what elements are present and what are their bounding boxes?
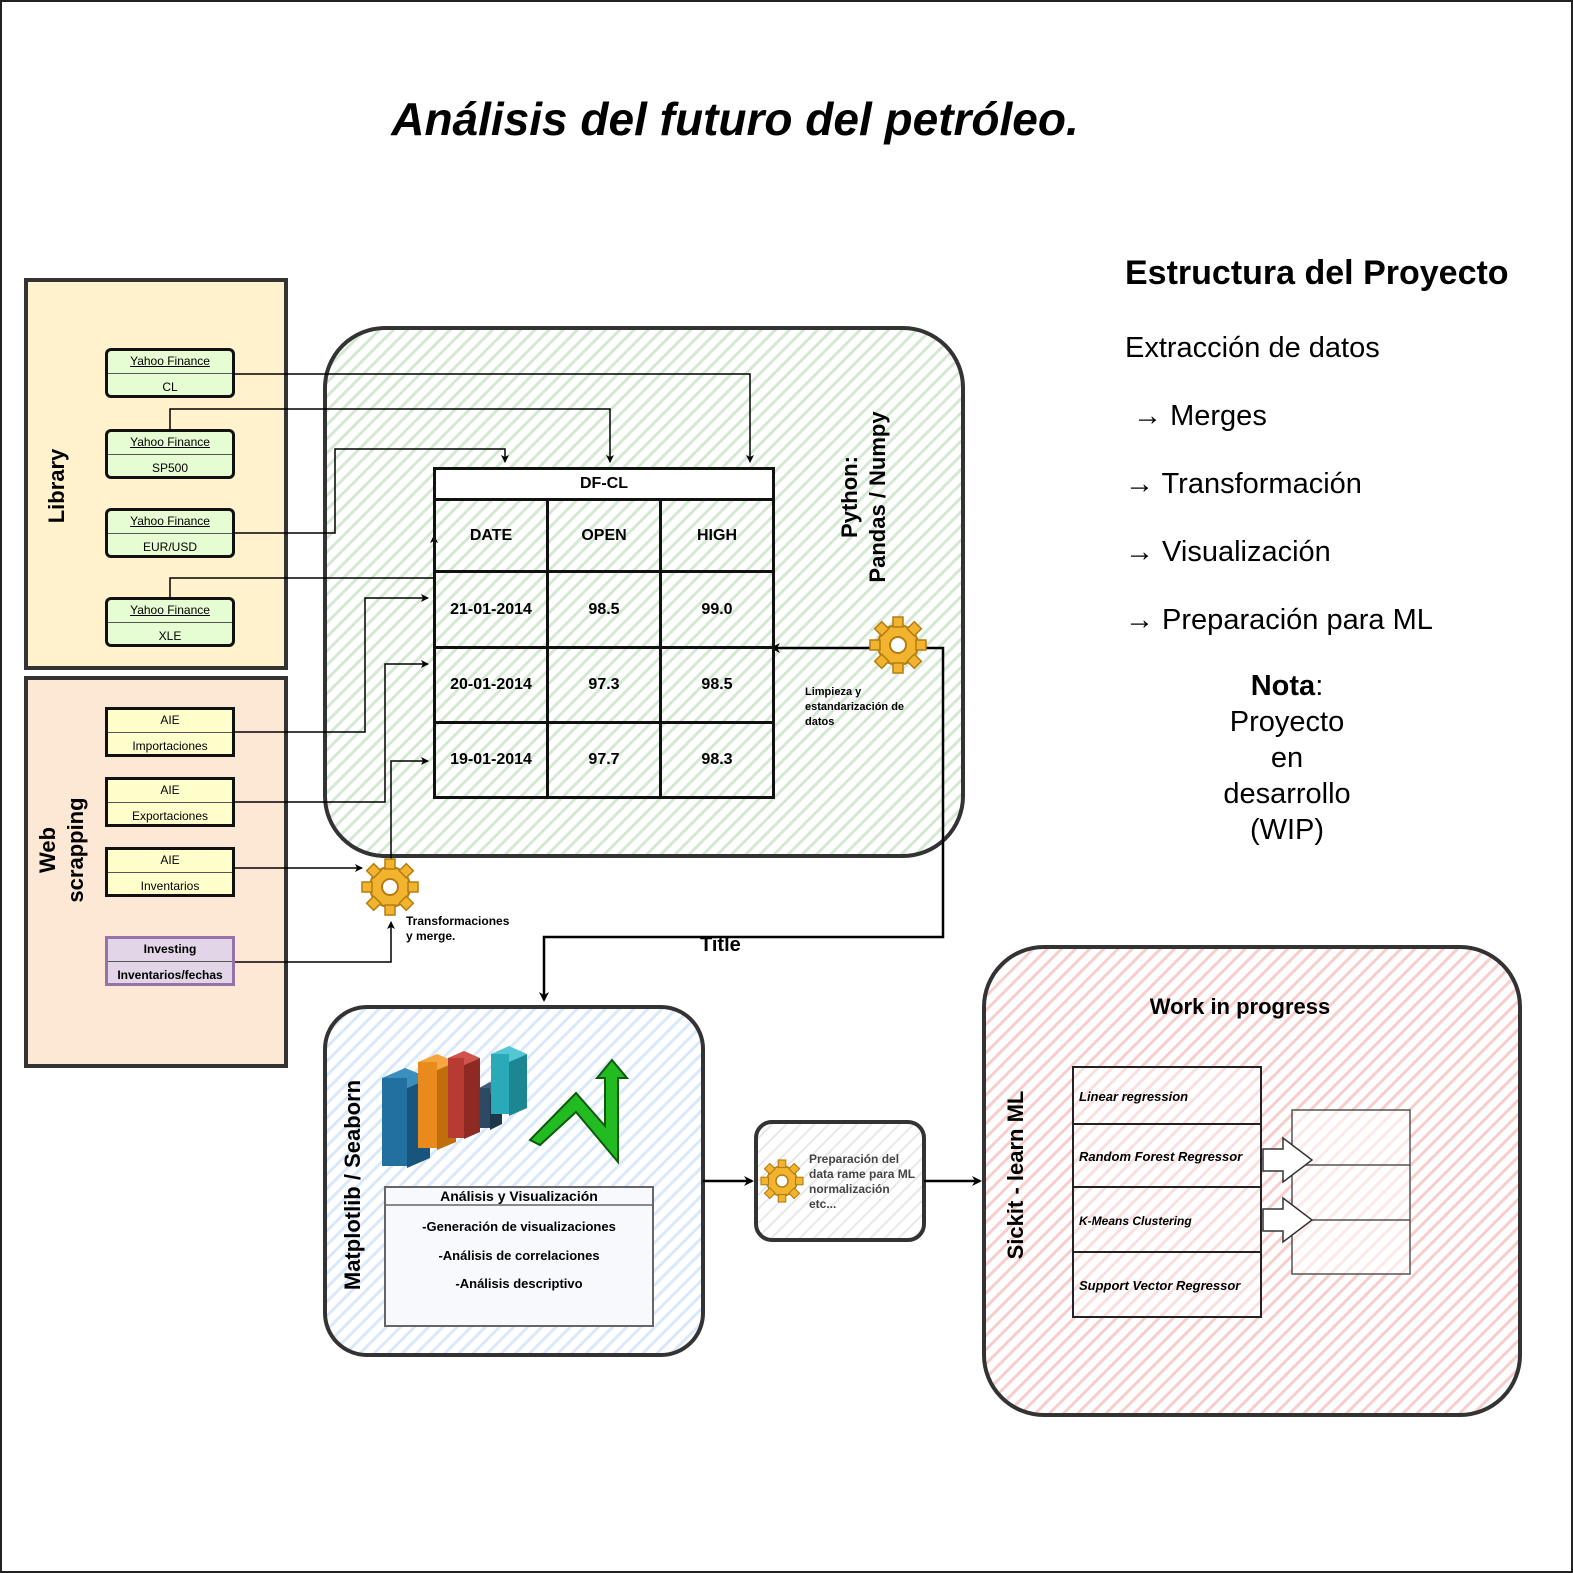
- table-cell: 98.3: [701, 751, 733, 768]
- structure-step: Extracción de datos: [1125, 332, 1380, 364]
- note-colon: :: [1315, 670, 1324, 702]
- source-yahoo-cl[interactable]: Yahoo Finance CL: [105, 348, 235, 398]
- table-rule: [546, 498, 549, 799]
- source-title: Investing: [108, 939, 232, 962]
- cleaning-note-line1: Limpieza y: [805, 686, 862, 698]
- analysis-item: -Análisis descriptivo: [455, 1276, 583, 1291]
- source-title: AIE: [108, 780, 232, 803]
- source-title: Yahoo Finance: [108, 511, 232, 534]
- note-label: Nota: [1250, 670, 1316, 702]
- source-ticker: CL: [162, 380, 178, 394]
- source-item: Inventarios: [140, 879, 200, 893]
- source-aie-inventarios[interactable]: AIE Inventarios: [105, 847, 235, 897]
- note-line1: Proyecto: [1229, 706, 1345, 738]
- viz-panel-label: Matplotlib / Seaborn: [340, 1079, 365, 1291]
- table-cell: 97.7: [588, 751, 620, 768]
- dataframe-table: [433, 467, 775, 799]
- prep-box-text: Preparación del data rame para ML normal…: [809, 1152, 924, 1212]
- diagram-title: Análisis del futuro del petróleo.: [391, 93, 1079, 145]
- source-item: Exportaciones: [131, 809, 209, 823]
- note-line4: (WIP): [1249, 814, 1325, 846]
- note-line2: en: [1270, 742, 1304, 774]
- prep-line2: data rame para ML: [809, 1167, 916, 1181]
- source-ticker: SP500: [151, 461, 189, 475]
- source-yahoo-xle[interactable]: Yahoo Finance XLE: [105, 597, 235, 647]
- python-label-line1: Python:: [837, 456, 862, 538]
- transform-note: Transformaciones y merge.: [406, 914, 546, 944]
- column-header: DATE: [469, 526, 513, 544]
- python-label-line2: Pandas / Numpy: [865, 411, 890, 583]
- table-cell: 19-01-2014: [450, 751, 532, 768]
- ml-model-item: Linear regression: [1079, 1089, 1189, 1104]
- ml-panel-label: Sickit - learn ML: [1003, 1090, 1028, 1260]
- table-cell: 99.0: [701, 600, 733, 618]
- source-title: Yahoo Finance: [108, 600, 232, 623]
- ml-model-item: K-Means Clustering: [1079, 1213, 1192, 1228]
- edge-label: Title: [700, 934, 741, 956]
- source-yahoo-sp500[interactable]: Yahoo Finance SP500: [105, 429, 235, 479]
- source-title: AIE: [108, 850, 232, 873]
- source-investing[interactable]: Investing Inventarios/fechas: [105, 936, 235, 986]
- source-title: Yahoo Finance: [108, 432, 232, 455]
- table-cell: 97.3: [588, 676, 620, 693]
- table-rule: [433, 646, 775, 649]
- ml-heading: Work in progress: [1149, 994, 1331, 1019]
- source-aie-importaciones[interactable]: AIE Importaciones: [105, 707, 235, 757]
- prep-line3: normalización: [809, 1182, 890, 1196]
- trend-arrow-icon: [528, 1058, 630, 1165]
- dataframe-name: DF-CL: [436, 470, 772, 498]
- analysis-item: -Generación de visualizaciones: [422, 1219, 616, 1234]
- analysis-item: -Análisis de correlaciones: [438, 1248, 600, 1263]
- column-header: OPEN: [581, 526, 627, 544]
- cleaning-note-line2: estandarización de: [805, 701, 905, 713]
- cleaning-note-line3: datos: [805, 716, 835, 728]
- source-item: Inventarios/fechas: [117, 968, 223, 982]
- transform-note-line1: Transformaciones: [406, 914, 510, 928]
- table-rule: [433, 721, 775, 724]
- column-header: HIGH: [697, 526, 737, 544]
- source-ticker: EUR/USD: [142, 540, 197, 554]
- ml-model-item: Support Vector Regressor: [1079, 1277, 1241, 1293]
- source-item: Importaciones: [132, 739, 208, 753]
- table-cell: 98.5: [701, 676, 733, 693]
- ml-model-item: Random Forest Regressor: [1079, 1149, 1243, 1164]
- prep-line1: Preparación del: [809, 1152, 900, 1166]
- analysis-box-title: Análisis y Visualización: [440, 1188, 598, 1204]
- prep-line4: etc...: [809, 1197, 837, 1211]
- table-cell: 20-01-2014: [450, 676, 532, 693]
- table-rule: [659, 498, 662, 799]
- transform-note-line2: y merge.: [406, 929, 456, 943]
- source-yahoo-eurusd[interactable]: Yahoo Finance EUR/USD: [105, 508, 235, 558]
- table-rule: [433, 570, 775, 573]
- python-panel-label: Python: Pandas / Numpy: [836, 397, 894, 597]
- source-title: Yahoo Finance: [108, 351, 232, 374]
- source-aie-exportaciones[interactable]: AIE Exportaciones: [105, 777, 235, 827]
- source-ticker: XLE: [158, 629, 182, 643]
- structure-heading: Estructura del Proyecto: [1125, 254, 1509, 292]
- structure-step: → Merges: [1125, 400, 1267, 432]
- note-line3: desarrollo: [1223, 778, 1351, 810]
- structure-step: → Visualización: [1125, 536, 1331, 568]
- table-cell: 98.5: [588, 600, 620, 618]
- table-cell: 21-01-2014: [450, 600, 532, 618]
- bar-chart-icon: [382, 1046, 527, 1168]
- structure-step: → Transformación: [1125, 468, 1362, 500]
- project-note: Nota: Proyecto en desarrollo (WIP): [1187, 668, 1387, 848]
- cleaning-note: Limpieza y estandarización de datos: [805, 685, 955, 730]
- structure-step: → Preparación para ML: [1125, 604, 1433, 636]
- source-title: AIE: [108, 710, 232, 733]
- table-rule: [433, 498, 775, 501]
